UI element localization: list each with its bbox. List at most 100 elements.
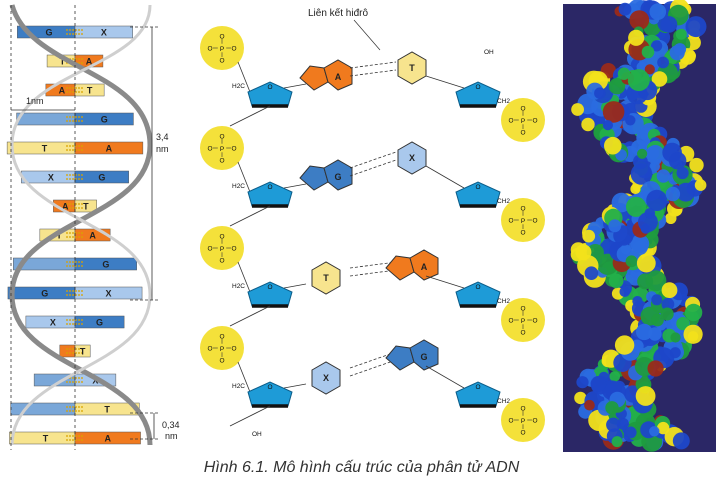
pitch-unit: nm: [156, 144, 169, 154]
oxygen-atom: O: [219, 34, 224, 41]
atom-sphere: [669, 347, 681, 359]
helix-base-letter: T: [42, 144, 48, 154]
helix-base-letter: A: [59, 86, 66, 96]
phosphorus-atom: P: [220, 246, 224, 253]
atom-sphere: [646, 189, 668, 211]
atom-sphere: [604, 136, 622, 155]
phosphorus-atom: P: [220, 346, 224, 353]
helix-rung: G: [13, 257, 137, 271]
oxygen-atom: O: [532, 218, 537, 225]
atom-sphere: [657, 56, 669, 69]
atom-sphere: [571, 103, 584, 116]
helix-base-right: [74, 344, 91, 358]
helix-base-letter: T: [87, 86, 93, 96]
base-letter: X: [409, 153, 415, 163]
atom-sphere: [669, 45, 685, 61]
rise-unit: nm: [165, 431, 178, 441]
atom-sphere: [676, 166, 689, 180]
oxygen-atom: O: [520, 206, 525, 213]
atom-sphere: [660, 16, 678, 33]
atom-sphere: [649, 3, 667, 20]
purine-base: A: [385, 249, 439, 281]
ch2-group: CH2: [497, 398, 510, 405]
oxygen-atom: O: [231, 346, 236, 353]
ring-oxygen: O: [267, 84, 272, 91]
helix-base-letter: A: [89, 231, 96, 241]
phosphorus-atom: P: [220, 46, 224, 53]
atom-sphere: [605, 401, 619, 415]
helix-base-letter: T: [60, 57, 66, 67]
hydrogen-bond: [349, 159, 397, 177]
helix-base-letter: T: [43, 434, 49, 444]
helix-strand-front: [10, 4, 152, 446]
atom-sphere: [689, 157, 704, 173]
oxygen-atom: O: [532, 318, 537, 325]
hydrogen-bond: [349, 261, 397, 269]
oxygen-atom: O: [207, 146, 212, 153]
atom-sphere: [656, 169, 671, 183]
oxygen-atom: O: [231, 146, 236, 153]
purine-base: A: [299, 59, 353, 91]
atom-sphere: [627, 69, 650, 92]
atom-sphere: [581, 117, 595, 132]
phosphate-circle: [501, 398, 545, 442]
hydrogen-bond: [349, 359, 397, 377]
hydrogen-bond-pointer: [353, 19, 381, 51]
atom-sphere: [649, 426, 660, 437]
atom-sphere: [670, 332, 681, 343]
hydroxyl-3prime: OH: [252, 431, 262, 438]
phosphate-circle: [200, 226, 244, 270]
oxygen-atom: O: [508, 318, 513, 325]
phosphorus-atom: P: [220, 146, 224, 153]
helix-base-left: [59, 344, 76, 358]
ring-oxygen: O: [475, 384, 480, 391]
atom-sphere: [676, 182, 696, 202]
atom-sphere: [625, 255, 638, 268]
base-letter: T: [323, 273, 329, 283]
figure-caption: Hình 6.1. Mô hình cấu trúc của phân tử A…: [203, 459, 520, 476]
atom-sphere: [637, 148, 648, 159]
atom-sphere: [651, 40, 663, 52]
atom-sphere: [624, 426, 637, 439]
hydrogen-bond-label: Liên kết hiđrô: [308, 7, 368, 19]
oxygen-atom: O: [520, 406, 525, 413]
ch2-group: CH2: [497, 98, 510, 105]
helix-base-letter: X: [48, 173, 54, 183]
atom-sphere: [647, 360, 664, 377]
hydrogen-bond: [349, 269, 397, 277]
phosphorus-atom: P: [521, 218, 525, 225]
space-filling-model: [563, 0, 716, 452]
atom-sphere: [660, 307, 674, 321]
atom-sphere: [632, 296, 643, 307]
oxygen-atom: O: [219, 58, 224, 65]
helix-base-letter: G: [101, 115, 108, 125]
oxygen-atom: O: [219, 258, 224, 265]
atom-sphere: [685, 16, 707, 38]
oxygen-atom: O: [508, 418, 513, 425]
base-letter: A: [421, 262, 428, 272]
atom-sphere: [630, 163, 653, 185]
pyrimidine-base: T: [311, 261, 341, 295]
atom-sphere: [683, 324, 703, 344]
atom-sphere: [694, 179, 707, 191]
helix-base-left: [10, 402, 76, 416]
helix-rung: T: [59, 344, 91, 358]
atom-sphere: [606, 417, 621, 432]
oxygen-atom: O: [219, 234, 224, 241]
helix-base-letter: A: [105, 434, 112, 444]
atom-sphere: [644, 208, 656, 219]
helix-rung: G: [16, 112, 134, 126]
helix-base-letter: T: [104, 405, 110, 415]
atom-sphere: [644, 64, 655, 75]
atom-sphere: [608, 273, 624, 289]
atom-sphere: [661, 297, 675, 311]
phosphate-circle: [501, 298, 545, 342]
oxygen-atom: O: [508, 118, 513, 125]
helix-base-right: [74, 315, 125, 329]
